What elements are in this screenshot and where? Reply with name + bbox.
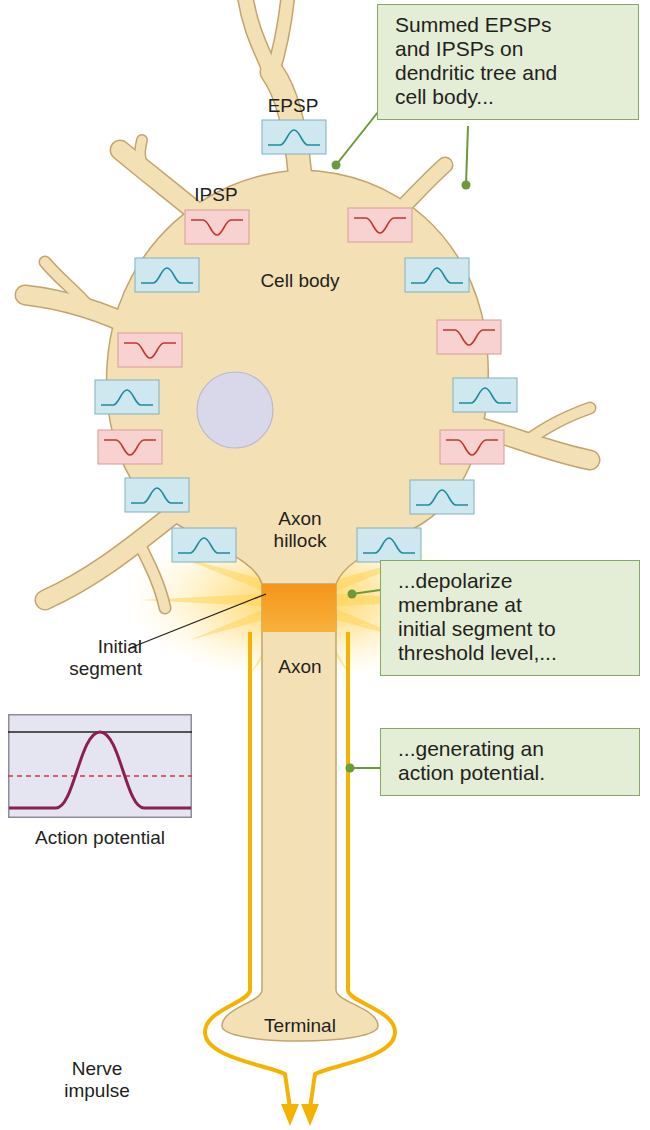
part-label: Initial segment [52,636,142,680]
part-label: Axon hillock [258,508,342,552]
dendrite [120,150,200,215]
epsp-graph [262,120,326,154]
callout-text: ...depolarize membrane at initial segmen… [398,569,574,665]
dendrite [525,408,590,442]
leader-dot [462,181,471,190]
leader-line [336,112,378,165]
epsp-graph [172,528,236,562]
callout-box: ...depolarize membrane at initial segmen… [380,560,640,676]
ipsp-graph [98,430,162,464]
epsp-graph [135,258,199,292]
leader-dots [332,161,471,773]
graph-box: Action potential [8,714,192,849]
initial-segment [262,584,336,632]
nucleus [197,372,273,448]
part-label: Nerve impulse [55,1058,139,1102]
leader-dot [348,590,357,599]
part-label: EPSP [248,95,338,117]
ipsp-graph [348,208,412,242]
impulse-line [310,632,395,1108]
impulse-arrowhead [281,1104,299,1126]
axon-shape [222,584,378,1041]
dendrite [525,408,590,442]
epsp-graph [453,378,517,412]
dendrite [245,0,272,75]
epsp-graph [125,478,189,512]
callout-text: Summed EPSPs and IPSPs on dendritic tree… [395,13,571,109]
callout-text: ...generating an action potential. [398,737,574,785]
label-leader [130,594,266,648]
threshold-line [8,775,192,777]
callout-box: Summed EPSPs and IPSPs on dendritic tree… [377,4,639,120]
dendrite [140,545,165,608]
dendrite [45,505,185,600]
graph-caption: Action potential [8,827,192,849]
dendrite [272,0,288,75]
dendrite [140,140,150,178]
epsp-graph [357,528,421,562]
graph-frame [9,715,192,818]
dendrite [140,545,165,608]
part-label: Terminal [245,1015,355,1037]
dendrite [45,262,90,308]
ipsp-graph [118,333,182,367]
leader-dot [346,764,355,773]
impulse-arrowhead [301,1104,319,1126]
ipsp-graph [185,210,249,244]
part-label: Axon [255,656,345,678]
ipsp-graph [440,430,504,464]
part-label: IPSP [171,184,261,206]
epsp-graph [410,480,474,514]
nerve-impulse-lines [205,632,395,1108]
leader-dot [332,161,341,170]
callout-box: ...generating an action potential. [380,728,640,796]
part-label: Cell body [225,270,375,292]
action-potential-graph [8,714,192,818]
dendrite [245,0,272,75]
leader-line [466,126,468,185]
potential-graphs [95,120,517,562]
action-potential-curve [9,732,191,808]
dendrite [140,140,150,178]
dendrite [272,0,288,75]
impulse-line [205,632,290,1108]
dendrite [120,150,200,215]
epsp-graph [405,258,469,292]
epsp-graph [95,380,159,414]
ipsp-graph [437,320,501,354]
